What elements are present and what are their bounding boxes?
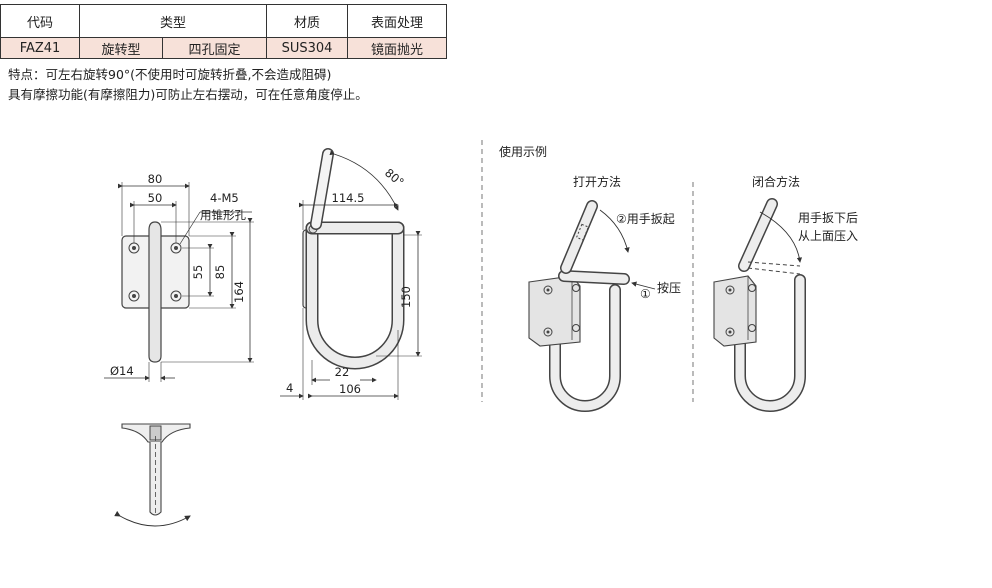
dim-85: 85 xyxy=(213,265,227,280)
side-view: 80° 114.5 150 22 4 106 xyxy=(280,148,422,400)
close-instruction-1: 用手扳下后 xyxy=(798,211,858,225)
mounting-hole xyxy=(170,290,182,302)
spec-table: 代码 类型 材质 表面处理 FAZ41 旋转型 四孔固定 SUS304 镜面抛光 xyxy=(0,4,447,59)
step2-label: ②用手扳起 xyxy=(616,212,675,226)
step1-number: ① xyxy=(640,287,651,301)
close-instruction-2: 从上面压入 xyxy=(798,229,858,243)
angle-80: 80° xyxy=(382,166,407,190)
header-finish: 表面处理 xyxy=(347,4,447,38)
spec-table-header-row: 代码 类型 材质 表面处理 xyxy=(0,4,447,38)
dim-d14: Ø14 xyxy=(110,364,134,378)
cell-material: SUS304 xyxy=(266,37,348,59)
dim-55: 55 xyxy=(191,265,205,280)
mounting-hole xyxy=(128,290,140,302)
cell-type-b: 四孔固定 xyxy=(162,37,267,59)
u-loop-handle xyxy=(307,223,403,368)
header-code: 代码 xyxy=(0,4,80,38)
rotation-arrow xyxy=(114,510,191,527)
open-method-title: 打开方法 xyxy=(573,174,621,189)
dim-22: 22 xyxy=(335,365,350,379)
dim-4: 4 xyxy=(286,381,293,395)
handle-bar xyxy=(148,221,162,363)
close-method-illustration: 用手扳下后 从上面压入 xyxy=(713,198,858,412)
front-view: 80 50 4-M5 用锥形孔 55 85 164 Ø14 xyxy=(104,172,254,382)
dim-114-5: 114.5 xyxy=(332,191,365,205)
open-method-illustration: ②用手扳起 ① 按压 xyxy=(528,200,681,412)
dim-164: 164 xyxy=(232,281,246,303)
feature-note-1: 特点：可左右旋转90°(不使用时可旋转折叠,不会造成阻碍) xyxy=(8,67,332,82)
cell-type-a: 旋转型 xyxy=(79,37,163,59)
top-view xyxy=(114,423,191,527)
usage-title: 使用示例 xyxy=(499,144,547,159)
dim-80: 80 xyxy=(148,172,163,186)
close-method-title: 闭合方法 xyxy=(752,174,800,189)
cell-code: FAZ41 xyxy=(0,37,80,59)
step1-label: 按压 xyxy=(657,281,681,295)
dim-50: 50 xyxy=(148,191,163,205)
feature-note-2: 具有摩擦功能(有摩擦阻力)可防止左右摆动，可在任意角度停止。 xyxy=(8,87,368,102)
hole-label-countersunk: 用锥形孔 xyxy=(200,208,246,222)
rotated-arm xyxy=(311,149,333,229)
dim-150: 150 xyxy=(399,286,413,308)
spec-table-row: FAZ41 旋转型 四孔固定 SUS304 镜面抛光 xyxy=(0,37,447,59)
hole-label-4m5: 4-M5 xyxy=(210,191,239,205)
cell-finish: 镜面抛光 xyxy=(347,37,447,59)
dim-106: 106 xyxy=(339,382,361,396)
